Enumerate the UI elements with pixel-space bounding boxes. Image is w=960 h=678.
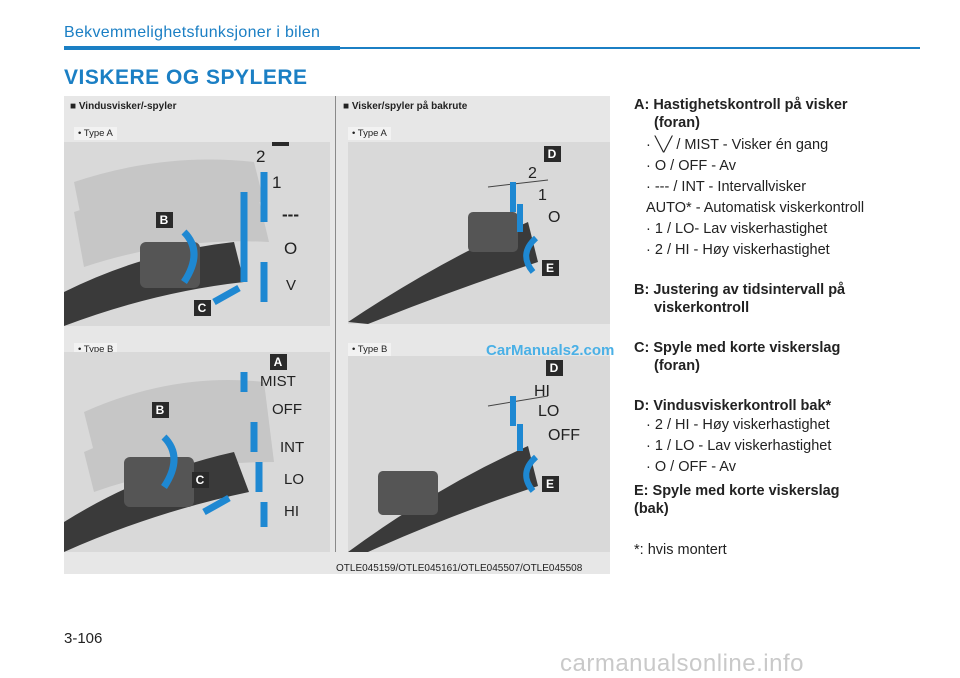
badge-a-letter: A — [274, 355, 283, 369]
pointer-line — [487, 395, 549, 407]
header-rule — [64, 46, 340, 50]
legend-a-item: · O / OFF - Av — [646, 158, 736, 174]
badge-b — [156, 212, 173, 228]
legend-d-item: · 1 / LO - Lav viskerhastighet — [646, 438, 832, 454]
type-b-label-right: • Type B — [348, 343, 392, 356]
label-1: 1 — [538, 187, 547, 204]
legend: A: Hastighetskontroll på visker (foran) … — [634, 96, 934, 561]
type-a-label-left: • Type A — [74, 127, 117, 140]
figure-code: OTLE045159/OTLE045161/OTLE045507/OTLE045… — [336, 563, 583, 574]
footer-brand: carmanualsonline.info — [560, 650, 804, 677]
badge-a — [272, 142, 289, 146]
badge-a — [270, 354, 287, 370]
legend-a-item: · 2 / HI - Høy viskerhastighet — [646, 242, 830, 258]
label-int: INT — [280, 439, 304, 456]
push-arrow-icon — [202, 494, 231, 516]
badge-b-letter: B — [156, 403, 165, 417]
badge-e — [542, 476, 559, 492]
front-wiper-type-b-diagram: A B C MIST OFF INT LO HI — [64, 352, 330, 552]
label-2: 2 — [256, 147, 265, 166]
section-header: Bekvemmelighetsfunksjoner i bilen — [64, 24, 321, 41]
header-rule-thin — [340, 47, 920, 49]
right-panel-title: ■ Visker/spyler på bakrute — [343, 101, 468, 112]
legend-b-heading: B: Justering av tidsintervall på viskerk… — [634, 282, 846, 316]
label-mist: MIST — [260, 373, 296, 390]
front-wiper-type-a-diagram: A B C 2 1 --- O V — [64, 142, 330, 326]
rotate-arrow-icon — [161, 434, 178, 489]
rotate-arrow-icon — [181, 229, 198, 284]
label-off: O — [548, 209, 560, 226]
label-hi: HI — [284, 503, 299, 520]
label-2: 2 — [528, 165, 537, 182]
legend-note: *: hvis montert — [634, 542, 727, 558]
badge-b-letter: B — [160, 213, 169, 227]
badge-d — [544, 146, 561, 162]
label-lo: LO — [538, 403, 559, 420]
left-panel-title: ■ Vindusvisker/-spyler — [70, 101, 177, 112]
page-number: 3-106 — [64, 630, 103, 647]
label-mist: V — [286, 277, 296, 294]
badge-e — [542, 260, 559, 276]
legend-a-item: · 1 / LO- Lav viskerhastighet — [646, 221, 828, 237]
badge-d-letter: D — [550, 361, 559, 375]
rotate-arrow-icon — [523, 235, 539, 274]
legend-d-item: · 2 / HI - Høy viskerhastighet — [646, 417, 830, 433]
label-lo: LO — [284, 471, 304, 488]
badge-d-letter: D — [548, 147, 557, 161]
stalk-shape — [348, 446, 538, 552]
legend-d-item: · O / OFF - Av — [646, 459, 736, 475]
legend-a-item: · ╲╱ / MIST - Visker én gang — [646, 137, 829, 153]
rotate-arrow-icon — [523, 454, 539, 493]
badge-b — [152, 402, 169, 418]
label-off: OFF — [548, 427, 580, 444]
legend-a-auto: AUTO* - Automatisk viskerkontroll — [646, 200, 865, 216]
label-int: --- — [282, 205, 299, 224]
figure-divider — [335, 96, 336, 552]
badge-c-letter: C — [198, 301, 207, 315]
badge-c — [192, 472, 209, 488]
badge-e-letter: E — [546, 261, 554, 275]
legend-e-heading: E: Spyle med korte viskerslag (bak) — [634, 483, 840, 517]
label-off: O — [284, 239, 297, 258]
page-title: VISKERE OG SPYLERE — [64, 66, 308, 89]
rear-wiper-type-b-diagram: D E HI LO OFF — [348, 356, 610, 552]
watermark: CarManuals2.com — [486, 342, 615, 359]
badge-c-letter: C — [196, 473, 205, 487]
rear-wiper-type-a-diagram: D E 2 1 O — [348, 142, 610, 324]
pointer-line — [487, 179, 549, 188]
stalk-ring — [468, 212, 518, 252]
badge-e-letter: E — [546, 477, 554, 491]
push-arrow-icon — [212, 284, 241, 306]
legend-a-item: · --- / INT - Intervallvisker — [646, 179, 807, 195]
legend-d-heading: D: Vindusviskerkontroll bak* — [634, 398, 832, 414]
label-off: OFF — [272, 401, 302, 418]
badge-a-letter: A — [276, 142, 285, 145]
badge-d — [546, 360, 563, 376]
badge-c — [194, 300, 211, 316]
type-a-label-right: • Type A — [348, 127, 391, 140]
stalk-ring — [378, 471, 438, 515]
label-1: 1 — [272, 173, 281, 192]
stalk-ring — [124, 457, 194, 507]
label-hi: HI — [534, 383, 550, 400]
legend-a-heading: A: Hastighetskontroll på visker (foran) — [634, 97, 848, 131]
legend-c-heading: C: Spyle med korte viskerslag (foran) — [634, 340, 841, 374]
